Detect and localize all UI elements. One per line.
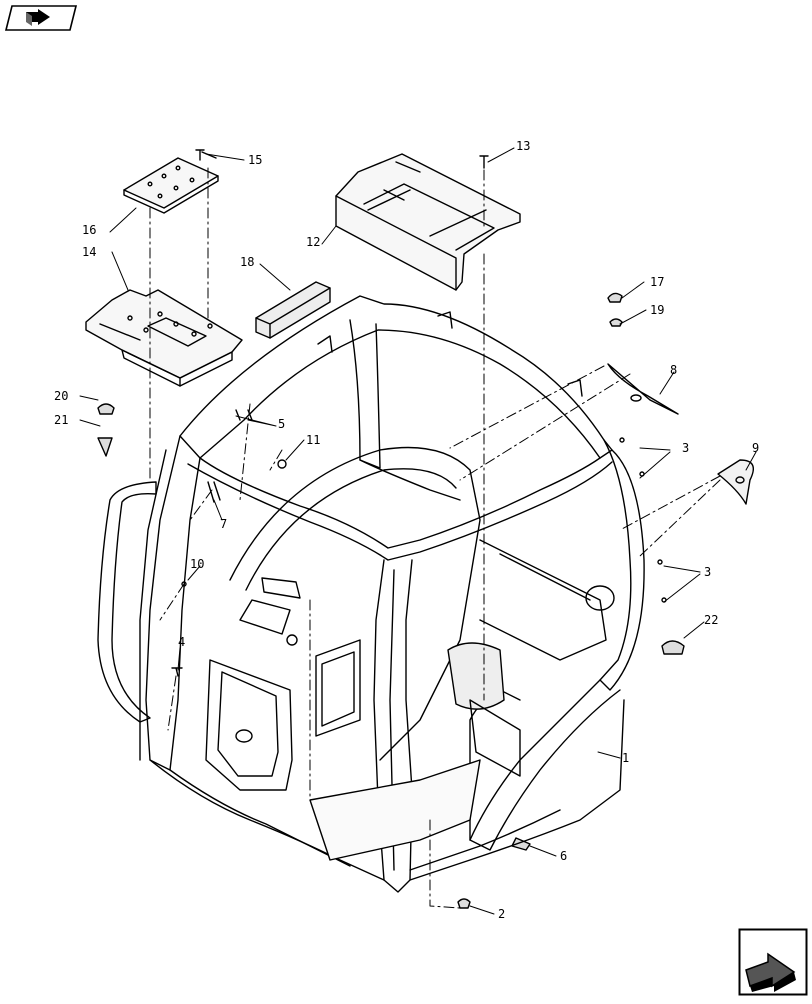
callout-16: 16 (82, 223, 96, 237)
roof-panel-14 (85, 289, 243, 387)
assembly-lines (149, 167, 721, 909)
callout-3b: 3 (704, 565, 711, 579)
callout-4: 4 (178, 635, 185, 649)
bracket-12 (335, 153, 521, 291)
callout-13: 13 (516, 139, 530, 153)
panel-8 (607, 363, 679, 415)
callout-8: 8 (670, 363, 677, 377)
panel-9 (717, 459, 754, 505)
callout-2: 2 (498, 907, 505, 921)
callout-17: 17 (650, 275, 664, 289)
foam-block-18 (255, 281, 331, 339)
fasteners (97, 149, 685, 909)
callout-3a: 3 (682, 441, 689, 455)
next-page-button[interactable] (738, 928, 808, 996)
callout-19: 19 (650, 303, 664, 317)
callout-labels: 1 2 3 3 4 5 6 7 8 9 10 11 12 13 14 15 16… (54, 139, 759, 921)
callout-14: 14 (82, 245, 96, 259)
callout-21: 21 (54, 413, 68, 427)
callout-1: 1 (622, 751, 629, 765)
rear-window-outline (97, 481, 157, 723)
callout-18: 18 (240, 255, 254, 269)
plate-16 (123, 157, 219, 214)
leader-lines (79, 147, 757, 915)
callout-10: 10 (190, 557, 204, 571)
callout-15: 15 (248, 153, 262, 167)
callout-6: 6 (560, 849, 567, 863)
next-page-arrow-icon (738, 928, 808, 996)
callout-22: 22 (704, 613, 718, 627)
callout-20: 20 (54, 389, 68, 403)
callout-5: 5 (278, 417, 285, 431)
callout-11: 11 (306, 433, 320, 447)
previous-page-arrow-icon (4, 5, 78, 31)
cab-frame-1 (139, 295, 645, 893)
callout-7: 7 (220, 517, 227, 531)
previous-page-button[interactable] (4, 4, 78, 32)
callout-12: 12 (306, 235, 320, 249)
callout-9: 9 (752, 441, 759, 455)
